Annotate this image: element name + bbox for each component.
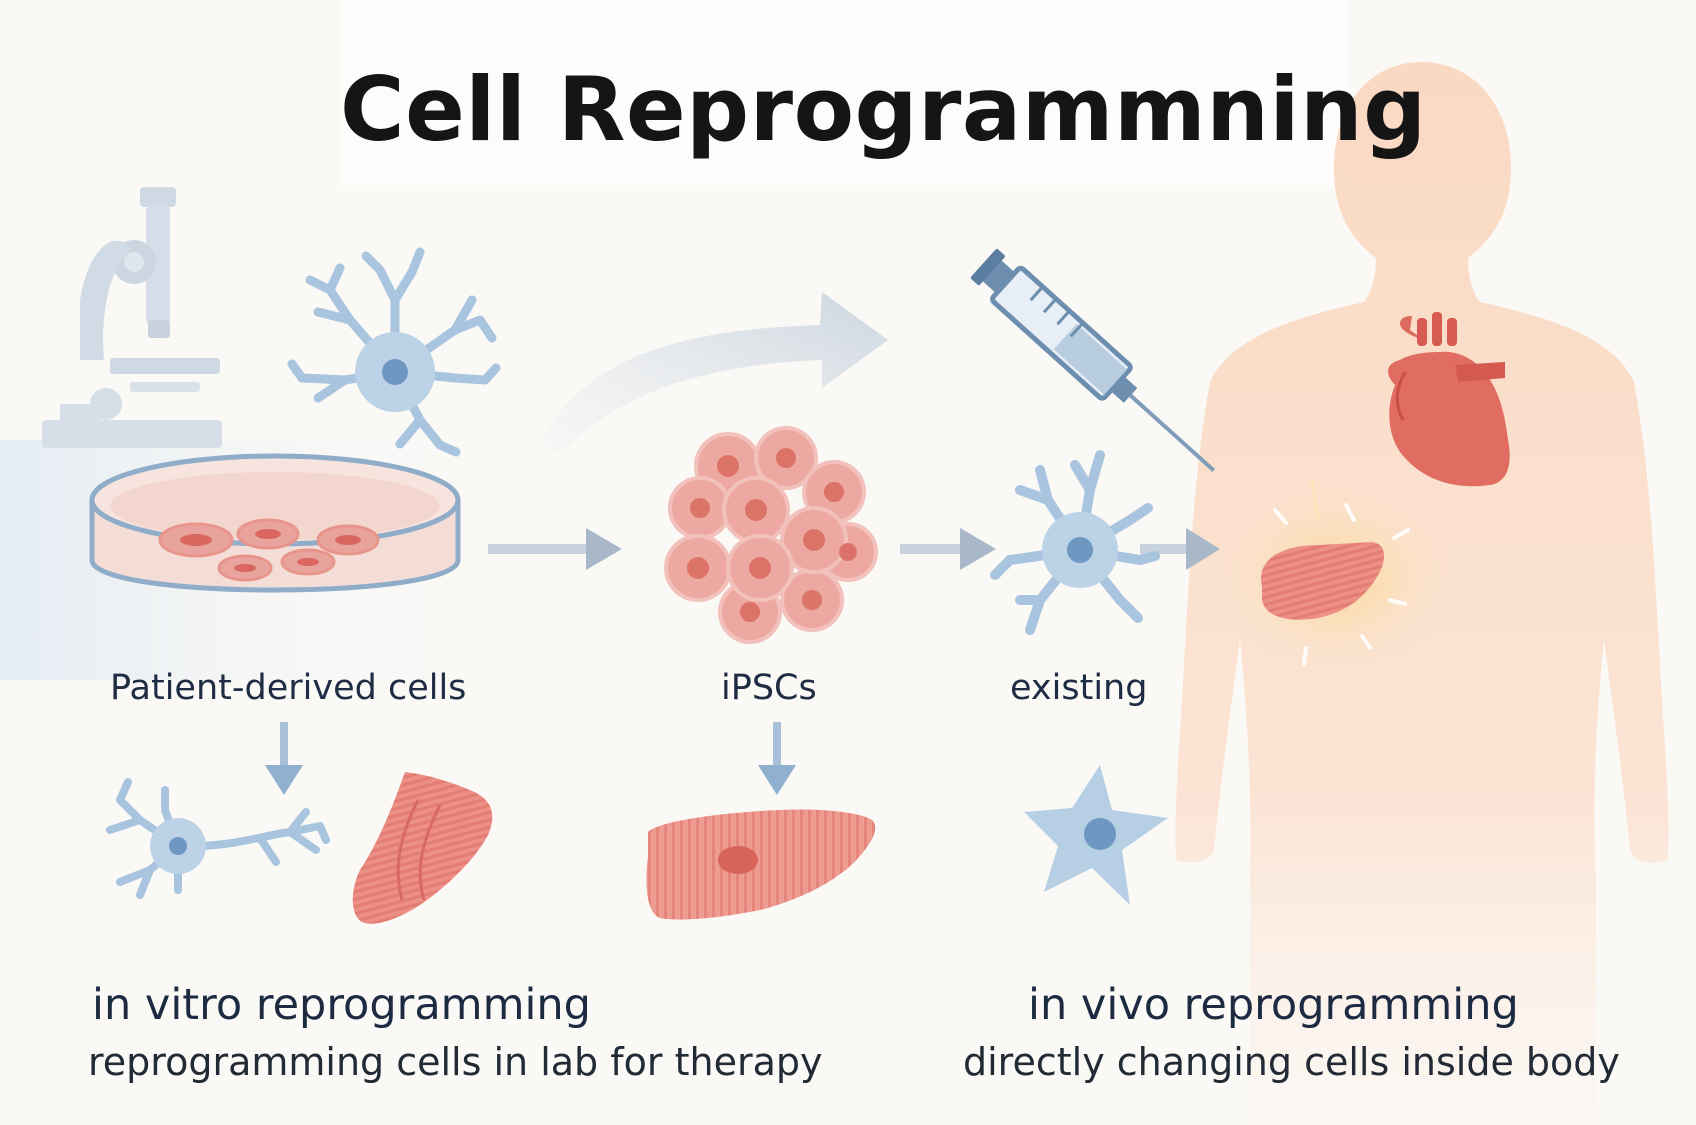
in-vitro-heading: in vitro reprogramming xyxy=(92,980,591,1030)
liver-bottom-icon xyxy=(646,809,876,920)
label-ipscs: iPSCs xyxy=(721,668,817,708)
label-patient-derived-cells: Patient-derived cells xyxy=(110,668,467,708)
muscle-tissue-icon xyxy=(352,772,493,924)
neuron-icon xyxy=(287,247,501,457)
arrow-right-1 xyxy=(488,528,622,570)
arrow-right-3 xyxy=(1140,528,1220,570)
microscope-icon xyxy=(42,187,222,448)
arrow-down-1 xyxy=(265,722,303,795)
heart-icon xyxy=(1388,312,1510,487)
liver-icon xyxy=(1215,479,1455,673)
arrow-right-2 xyxy=(900,528,996,570)
page-title: Cell Reprogrammning xyxy=(340,58,1427,161)
title-panel xyxy=(340,0,1350,185)
ipsc-cluster-icon xyxy=(664,426,878,644)
arrow-down-2 xyxy=(758,722,796,795)
glial-cell-icon xyxy=(1024,765,1168,905)
syringe-icon xyxy=(970,248,1216,472)
in-vitro-description: reprogramming cells in lab for therapy xyxy=(88,1040,823,1084)
neuron-bottom-icon xyxy=(106,778,330,899)
in-vivo-description: directly changing cells inside body xyxy=(963,1040,1620,1084)
petri-dish-icon xyxy=(89,453,461,593)
existing-cell-icon xyxy=(990,450,1160,635)
in-vivo-heading: in vivo reprogramming xyxy=(1028,980,1519,1030)
curved-arrow xyxy=(540,292,888,455)
label-existing: existing xyxy=(1010,668,1148,708)
